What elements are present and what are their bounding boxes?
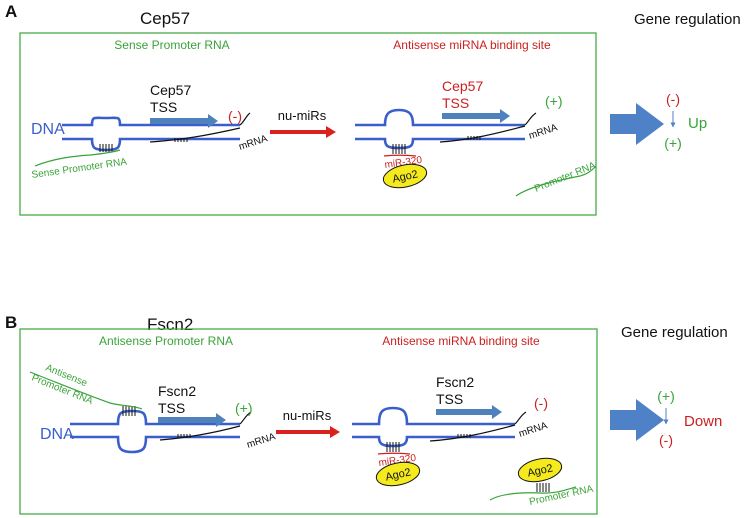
panel-a-nu-mirs-label: nu-miRs [278, 108, 327, 123]
panel-b-right-tss-label: TSS [436, 391, 463, 407]
panel-b-ago2-left-label: Ago2 [384, 466, 412, 483]
panel-a-left-tss-gene: Cep57 [150, 82, 191, 98]
panel-b-regulation-from: (+) [657, 388, 675, 404]
panel-a-left-tss-label: TSS [150, 99, 177, 115]
panel-b-gene-title: Fscn2 [147, 315, 193, 334]
panel-b-right-sign: (-) [534, 395, 548, 411]
panel-a-right-caption: Antisense miRNA binding site [393, 38, 551, 52]
panel-b-left-tss-arrow [158, 413, 226, 427]
panel-b-ago2-right-label: Ago2 [526, 462, 554, 479]
panel-b-right-mrna-label: mRNA [518, 420, 550, 440]
panel-b-left-caption: Antisense Promoter RNA [99, 334, 233, 348]
panel-b-frame [19, 328, 598, 515]
panel-a-right-promoter-rna-strand [515, 165, 597, 197]
panel-b-left-tss-label: TSS [158, 400, 185, 416]
panel-b-right-promoter-rna-label: Promoter RNA [528, 484, 594, 508]
panel-b-right-tss-arrow [436, 405, 502, 419]
panel-a-frame [19, 32, 597, 216]
panel-a-left-mrna-label: mRNA [238, 133, 270, 153]
panel-a-regulation-from: (-) [666, 91, 680, 107]
panel-a-ago2-label: Ago2 [391, 168, 419, 185]
panel-a-letter: A [5, 2, 17, 21]
panel-b-gene-regulation-title: Gene regulation [621, 324, 728, 341]
panel-a: A Cep57 Sense Promoter RNA Antisense miR… [5, 2, 741, 216]
panel-a-right-tss-gene: Cep57 [442, 78, 483, 94]
panel-b-left-mrna-label: mRNA [246, 431, 278, 451]
panel-b-left-dna [29, 371, 252, 454]
panel-a-regulation-to: (+) [664, 135, 682, 151]
panel-a-regulation-word: Up [688, 115, 707, 132]
panel-b-nu-mirs-arrow [276, 426, 340, 438]
panel-a-right-sign: (+) [545, 93, 563, 109]
panel-a-dna-label: DNA [31, 121, 65, 138]
panel-a-right-mrna-strand [439, 125, 526, 143]
panel-b-letter: B [5, 313, 17, 332]
panel-a-left-caption: Sense Promoter RNA [114, 38, 229, 52]
panel-b-left-tss-gene: Fscn2 [158, 383, 196, 399]
panel-a-nu-mirs-arrow [270, 126, 336, 138]
panel-b-right-promoter-rna-strand [489, 486, 577, 501]
panel-b-outcome-arrow [610, 399, 664, 441]
panel-b-dna-label: DNA [40, 426, 74, 443]
panel-b-right-dna [352, 406, 577, 501]
panel-a-ago2-ellipse [382, 163, 428, 189]
panel-b-left-mrna-strand [159, 425, 241, 441]
panel-a-right-tss-arrow [442, 109, 510, 123]
panel-a-left-sign: (-) [228, 108, 242, 124]
panel-b-right-tss-gene: Fscn2 [436, 374, 474, 390]
panel-a-left-mrna-strand [149, 127, 241, 143]
panel-a-right-mrna-label: mRNA [528, 122, 560, 142]
panel-a-right-promoter-rna-label: Promoter RNA [533, 160, 598, 195]
panel-b-ago2-left-ellipse [375, 461, 421, 487]
panel-a-outcome-arrow [610, 103, 664, 145]
panel-a-left-tss-arrow [150, 114, 218, 128]
panel-b-regulation-to: (-) [659, 432, 673, 448]
panel-b-antisense-promoter-rna-strand [29, 371, 143, 410]
panel-a-sense-promoter-rna-strand [34, 149, 121, 167]
panel-b-nu-mirs-label: nu-miRs [283, 408, 332, 423]
panel-b-right-caption: Antisense miRNA binding site [382, 334, 540, 348]
panel-a-gene-title: Cep57 [140, 9, 190, 28]
panel-b: B Fscn2 Antisense Promoter RNA Antisense… [5, 313, 728, 515]
panel-b-regulation-word: Down [684, 413, 722, 430]
panel-b-ago2-right-ellipse [517, 457, 563, 483]
panel-a-right-tss-label: TSS [442, 95, 469, 111]
panel-a-left-dna [34, 112, 251, 167]
panel-a-right-dna [355, 108, 597, 197]
panel-b-left-sign: (+) [235, 400, 253, 416]
panel-b-right-mrna-strand [429, 424, 516, 442]
panel-a-sense-promoter-rna-label: Sense Promoter RNA [31, 157, 128, 181]
panel-a-gene-regulation-title: Gene regulation [634, 11, 741, 28]
